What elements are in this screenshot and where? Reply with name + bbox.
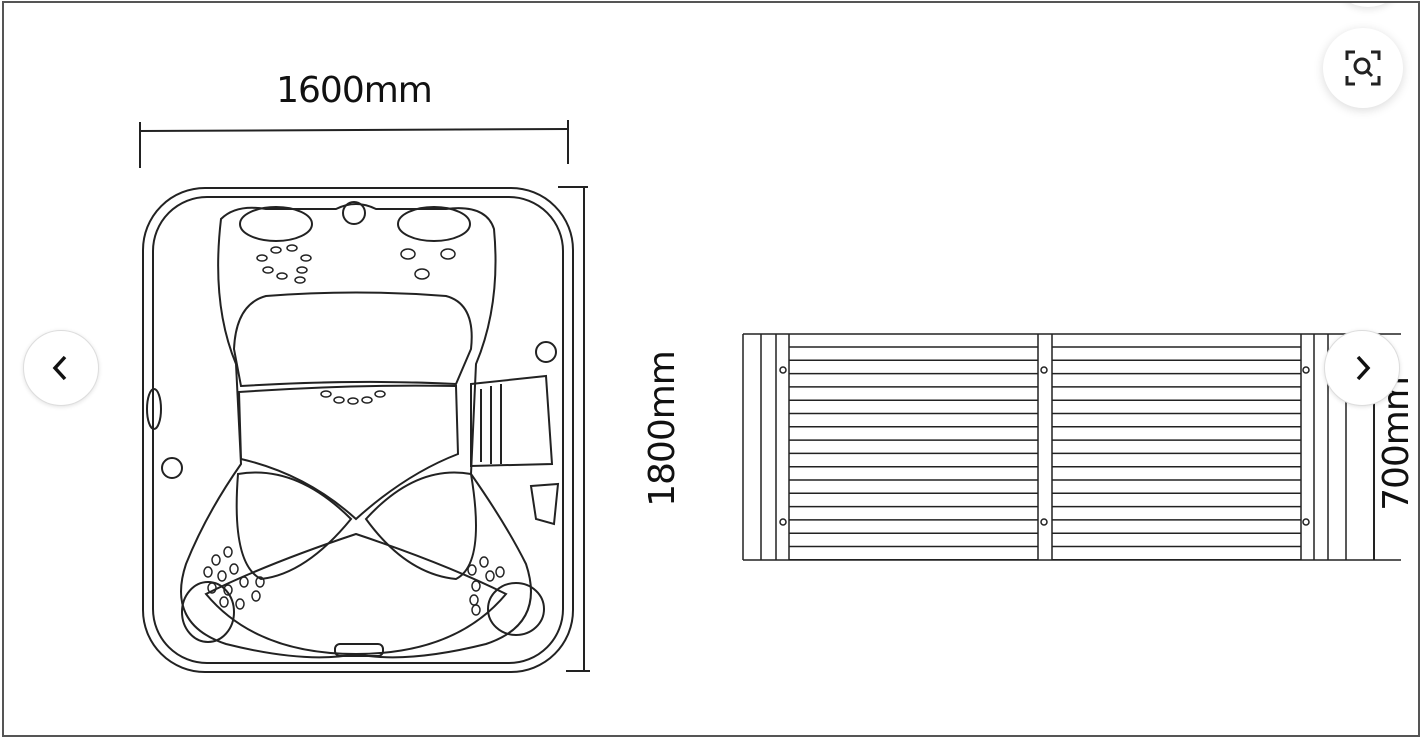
bolt-mark bbox=[1040, 518, 1048, 526]
chevron-left-icon bbox=[52, 355, 67, 381]
hot-tub-technical-drawing: 1600mm 1800mm bbox=[139, 70, 1417, 673]
bolt-mark bbox=[1302, 518, 1310, 526]
width-dimension: 1600mm bbox=[139, 70, 569, 168]
length-dimension: 1800mm bbox=[558, 186, 683, 672]
length-label: 1800mm bbox=[642, 351, 683, 507]
thumbnail-indicator bbox=[1340, 3, 1396, 7]
bolt-mark bbox=[779, 366, 787, 374]
bolt-mark bbox=[1302, 366, 1310, 374]
previous-image-button[interactable] bbox=[23, 330, 99, 406]
bolt-mark bbox=[1040, 366, 1048, 374]
tub-top-view bbox=[142, 187, 574, 673]
chevron-right-icon bbox=[1356, 355, 1371, 381]
zoom-button[interactable] bbox=[1323, 28, 1403, 108]
tub-side-view bbox=[742, 333, 1401, 561]
bolt-mark bbox=[779, 518, 787, 526]
width-label: 1600mm bbox=[276, 70, 432, 111]
next-image-button[interactable] bbox=[1324, 330, 1400, 406]
zoom-search-icon bbox=[1345, 50, 1381, 86]
